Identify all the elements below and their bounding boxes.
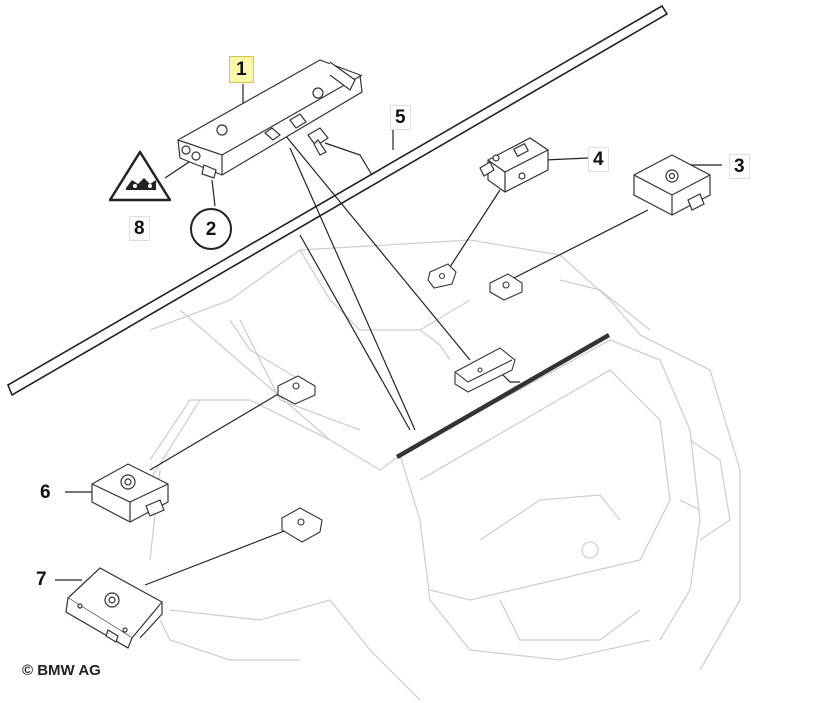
part-7-installed [281,507,323,543]
part-6-installed [277,375,316,405]
car-outline [149,239,741,701]
callout-2[interactable]: 2 [190,208,232,250]
copyright-notice: © BMW AG [22,662,101,679]
part-7-bracket [65,567,163,649]
callout-8[interactable]: 8 [129,216,150,241]
part-1-installed [454,347,516,393]
callout-4[interactable]: 4 [588,147,609,172]
leader-lines [55,84,722,586]
part-4-module [479,137,549,193]
callout-2-label: 2 [205,218,217,240]
antenna-strip [7,4,669,397]
connector-plug [307,127,329,156]
part-6-module [91,463,169,523]
part-3-module [633,154,711,216]
callout-5[interactable]: 5 [390,105,411,130]
callout-1[interactable]: 1 [229,56,254,83]
rear-window-seal [396,333,610,459]
part-3-installed [489,273,523,301]
warning-triangle-icon [108,150,172,202]
callout-3[interactable]: 3 [729,154,750,179]
part-1-antenna-module [177,59,363,179]
part-4-installed [427,263,457,289]
callout-7[interactable]: 7 [36,569,47,590]
callout-6[interactable]: 6 [40,482,51,503]
